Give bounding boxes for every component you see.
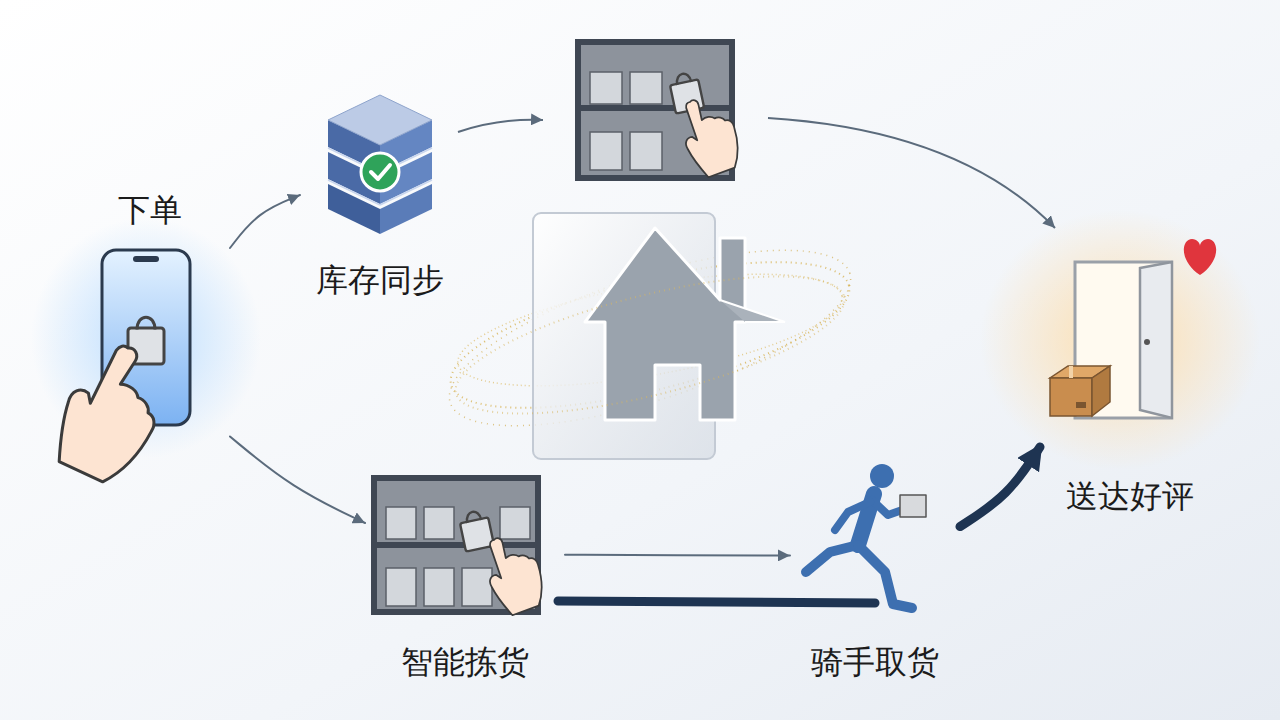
shelf-icon — [462, 568, 492, 606]
shelf-icon — [374, 542, 538, 548]
door-icon — [1092, 366, 1110, 416]
door-icon — [1076, 402, 1086, 408]
shelf-icon — [590, 132, 622, 170]
server-icon — [328, 95, 432, 234]
flow-arrow — [230, 437, 365, 524]
courier-icon — [806, 545, 858, 572]
step-label: 骑手取货 — [811, 642, 939, 682]
courier-icon — [900, 495, 926, 517]
flow-arrow — [230, 195, 300, 248]
courier-icon — [870, 464, 894, 488]
shelf-icon — [374, 478, 551, 619]
shelf-icon — [590, 72, 622, 104]
shelf-icon — [424, 568, 454, 606]
shelf-icon — [578, 105, 732, 111]
phone-icon — [31, 218, 261, 492]
shelf-icon — [578, 42, 747, 181]
pickup-step: 骑手取货 — [790, 460, 960, 682]
shelf-icon — [386, 507, 416, 539]
heart-icon — [1184, 239, 1216, 275]
door-icon — [980, 210, 1260, 470]
delivery-step: 送达好评 — [1040, 240, 1220, 516]
flow-arrow — [565, 554, 790, 557]
phone-icon — [133, 256, 159, 262]
shelf-icon — [458, 509, 494, 552]
door-icon — [1144, 339, 1150, 345]
shelf-icon — [630, 132, 662, 170]
door-icon — [1050, 378, 1092, 416]
server-icon — [361, 153, 399, 191]
shelf-icon — [672, 90, 747, 181]
house-icon — [431, 213, 869, 462]
courier-icon — [858, 545, 912, 608]
shelf-icon — [386, 568, 416, 606]
flow-arrow — [960, 447, 1040, 527]
step-label: 送达好评 — [1066, 476, 1194, 516]
step-label: 库存同步 — [316, 260, 444, 300]
house-icon — [444, 248, 856, 442]
door-icon — [980, 210, 1260, 470]
door-icon — [1140, 262, 1172, 418]
shelf-icon — [476, 528, 551, 619]
courier-icon — [835, 502, 870, 530]
shelf-icon — [500, 507, 530, 539]
picking-step: 智能拣货 — [365, 470, 565, 682]
phone-icon — [44, 334, 180, 492]
step-label: 下单 — [118, 190, 182, 230]
step-label: 智能拣货 — [401, 642, 529, 682]
order-step: 下单 — [70, 190, 230, 480]
track-bar — [558, 601, 875, 603]
house-icon — [720, 300, 785, 322]
door-icon — [1069, 366, 1073, 378]
shelf-icon — [424, 507, 454, 539]
house-icon — [585, 228, 745, 420]
shelf-icon — [630, 72, 662, 104]
server-icon — [328, 95, 432, 145]
server-icon — [371, 165, 390, 179]
sync-step: 库存同步 — [300, 90, 460, 300]
flow-arrow — [458, 120, 543, 132]
flow-arrow — [768, 118, 1055, 228]
courier-icon — [806, 464, 926, 608]
